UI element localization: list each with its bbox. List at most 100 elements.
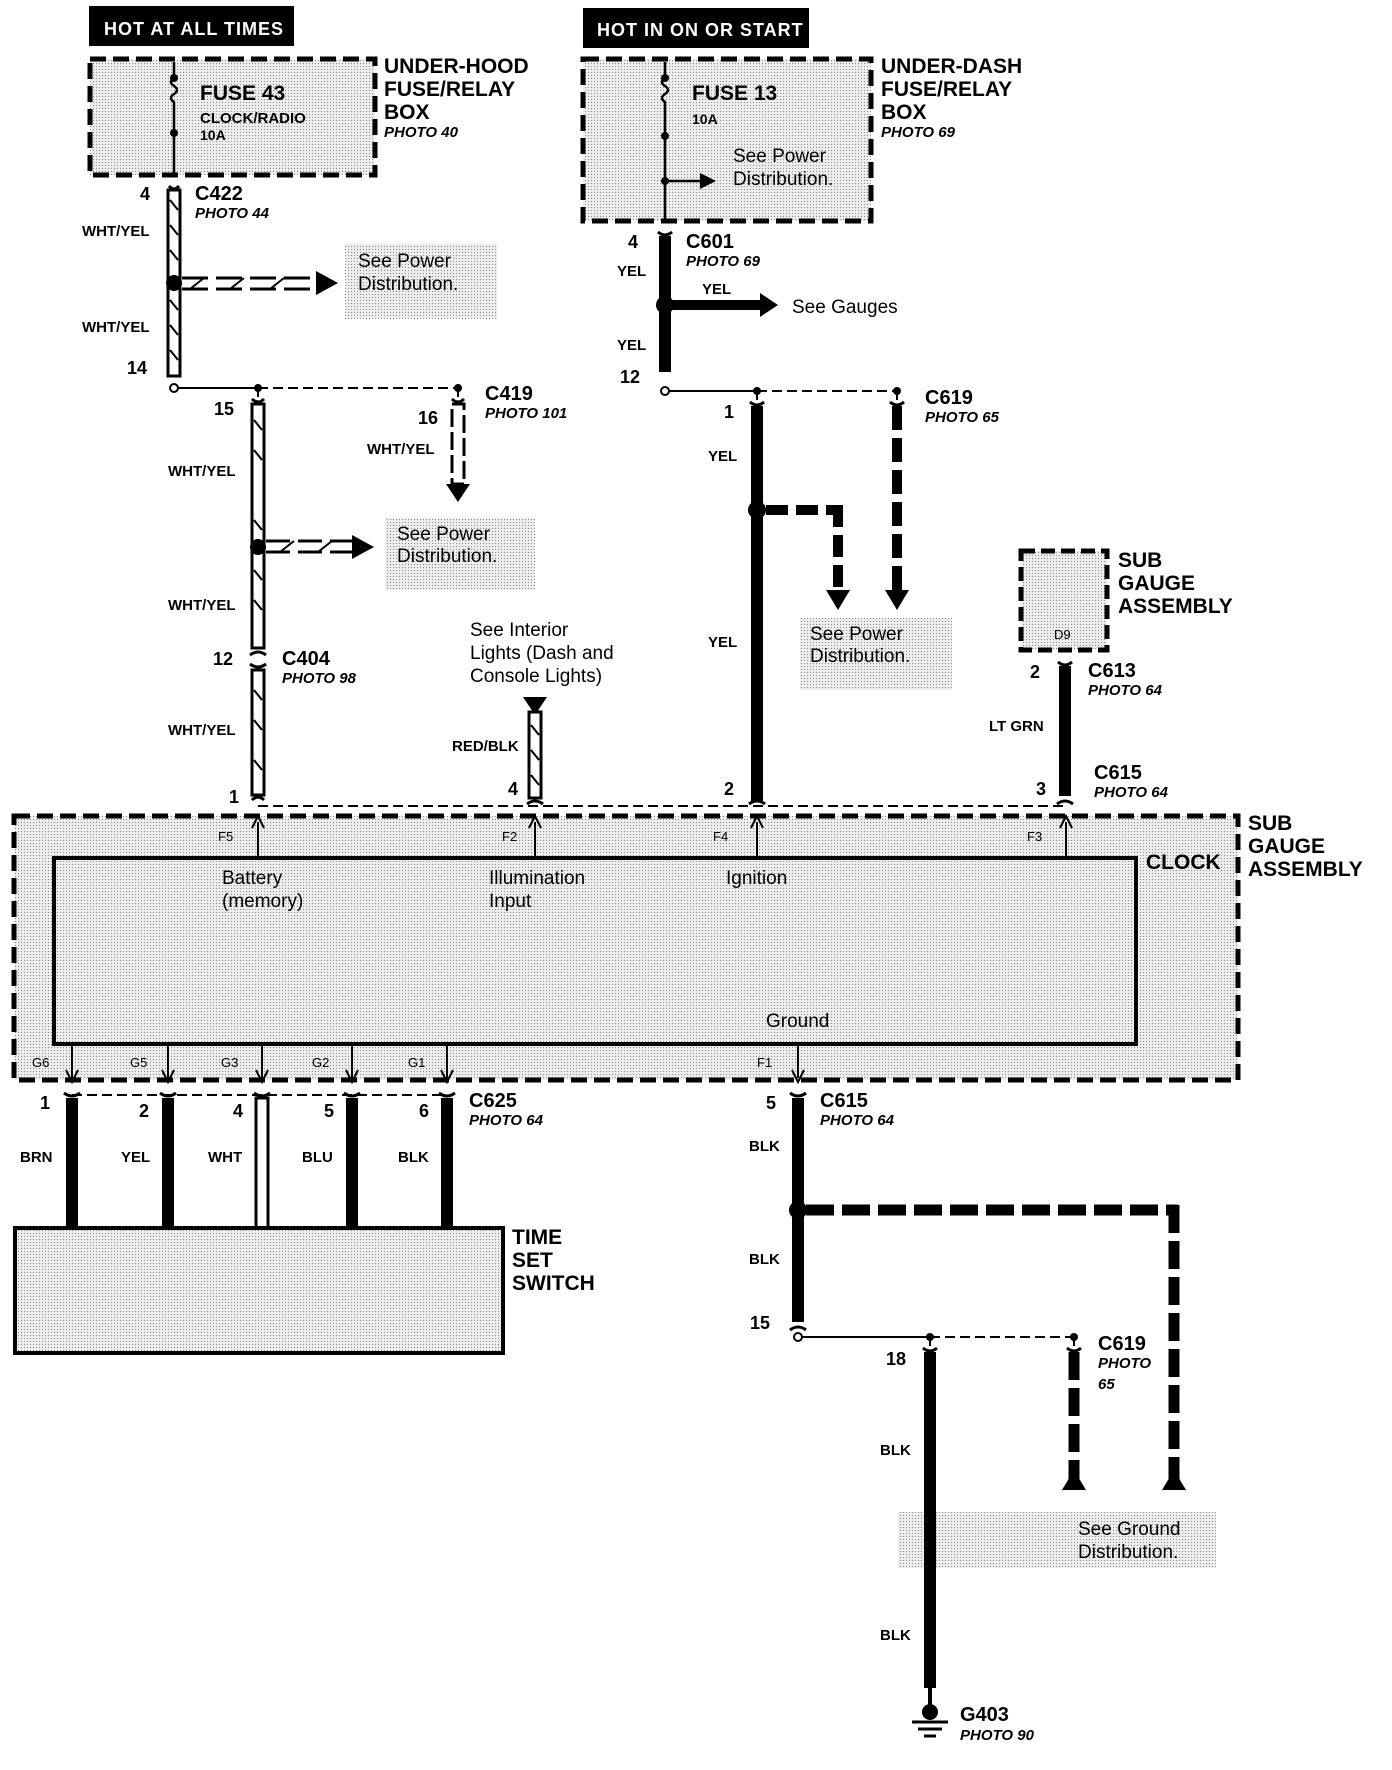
svg-text:3: 3 xyxy=(1036,779,1046,799)
svg-text:Distribution.: Distribution. xyxy=(810,646,910,667)
svg-text:PHOTO 40: PHOTO 40 xyxy=(384,124,459,141)
header-hot-at-all-times: HOT AT ALL TIMES xyxy=(89,6,294,46)
wire-blk-c619-pin-b xyxy=(1062,1346,1086,1490)
svg-text:6: 6 xyxy=(419,1101,429,1121)
svg-text:C619: C619 xyxy=(925,387,973,409)
connector-c419: 15 16 C419 PHOTO 101 xyxy=(169,383,567,428)
svg-text:Ground: Ground xyxy=(766,1011,829,1032)
svg-text:1: 1 xyxy=(40,1093,50,1113)
svg-text:PHOTO 65: PHOTO 65 xyxy=(925,409,1000,426)
svg-text:WHT/YEL: WHT/YEL xyxy=(367,441,435,458)
svg-text:BLU: BLU xyxy=(302,1149,333,1166)
svg-text:5: 5 xyxy=(324,1101,334,1121)
svg-text:D9: D9 xyxy=(1054,627,1071,642)
svg-text:YEL: YEL xyxy=(708,634,737,651)
svg-text:CLOCK/RADIO: CLOCK/RADIO xyxy=(200,110,306,127)
svg-text:BLK: BLK xyxy=(880,1442,911,1459)
svg-text:C422: C422 xyxy=(195,183,243,205)
note-power-distribution-1: See Power Distribution. xyxy=(345,244,497,319)
svg-text:PHOTO 98: PHOTO 98 xyxy=(282,670,357,687)
svg-text:UNDER-DASH: UNDER-DASH xyxy=(881,55,1022,78)
svg-text:WHT: WHT xyxy=(208,1149,242,1166)
svg-text:1: 1 xyxy=(229,787,239,807)
svg-text:Distribution.: Distribution. xyxy=(397,546,497,567)
wire-red-blk: See Interior Lights (Dash and Console Li… xyxy=(452,620,614,806)
svg-text:RED/BLK: RED/BLK xyxy=(452,738,519,755)
svg-text:PHOTO 64: PHOTO 64 xyxy=(1088,682,1163,699)
svg-text:15: 15 xyxy=(214,399,234,419)
svg-text:HOT AT ALL TIMES: HOT AT ALL TIMES xyxy=(104,19,284,39)
svg-text:Distribution.: Distribution. xyxy=(733,169,833,190)
svg-text:PHOTO 64: PHOTO 64 xyxy=(1094,784,1169,801)
svg-text:Ignition: Ignition xyxy=(726,868,787,889)
under-hood-fuse-box: FUSE 43 CLOCK/RADIO 10A UNDER-HOOD FUSE/… xyxy=(87,55,529,178)
svg-text:WHT/YEL: WHT/YEL xyxy=(168,722,236,739)
svg-text:WHT/YEL: WHT/YEL xyxy=(168,597,236,614)
svg-text:YEL: YEL xyxy=(617,337,646,354)
svg-text:PHOTO 69: PHOTO 69 xyxy=(686,253,761,270)
svg-text:G3: G3 xyxy=(221,1055,238,1070)
svg-text:C613: C613 xyxy=(1088,660,1136,682)
wire-yel-c619-pin-b xyxy=(885,400,909,610)
svg-text:18: 18 xyxy=(886,1349,906,1369)
svg-text:GAUGE: GAUGE xyxy=(1248,835,1325,858)
svg-text:G1: G1 xyxy=(408,1055,425,1070)
svg-text:C615: C615 xyxy=(820,1090,868,1112)
connector-c619-top: 1 C619 PHOTO 65 xyxy=(660,386,1000,426)
svg-text:Console Lights): Console Lights) xyxy=(470,666,602,687)
svg-text:WHT/YEL: WHT/YEL xyxy=(168,463,236,480)
svg-text:PHOTO 69: PHOTO 69 xyxy=(881,124,956,141)
svg-text:ASSEMBLY: ASSEMBLY xyxy=(1248,858,1363,881)
note-power-distribution-3: See Power Distribution. xyxy=(800,618,952,690)
svg-text:SET: SET xyxy=(512,1249,553,1272)
svg-text:ASSEMBLY: ASSEMBLY xyxy=(1118,595,1233,618)
svg-text:HOT IN ON OR START: HOT IN ON OR START xyxy=(597,20,804,40)
svg-text:CLOCK: CLOCK xyxy=(1146,851,1221,874)
svg-text:1: 1 xyxy=(724,402,734,422)
wire-yel-top: 4 C601 PHOTO 69 YEL YEL See Gauges YEL 1… xyxy=(617,230,898,387)
svg-text:C404: C404 xyxy=(282,648,331,670)
svg-text:15: 15 xyxy=(750,1313,770,1333)
svg-text:UNDER-HOOD: UNDER-HOOD xyxy=(384,55,529,78)
svg-text:FUSE 43: FUSE 43 xyxy=(200,82,285,105)
svg-text:See Power: See Power xyxy=(733,146,827,167)
note-power-distribution-2: See Power Distribution. xyxy=(385,518,535,590)
connector-c615-top-row: 1 4 2 3 xyxy=(229,779,1066,807)
clock-top-terminals: F5 F2 F4 F3 xyxy=(218,813,1073,858)
svg-text:GAUGE: GAUGE xyxy=(1118,572,1195,595)
svg-text:PHOTO: PHOTO xyxy=(1098,1355,1151,1372)
svg-text:See Gauges: See Gauges xyxy=(792,297,898,318)
wire-wht-yel-branch-16: WHT/YEL xyxy=(367,397,470,502)
svg-text:F3: F3 xyxy=(1027,829,1042,844)
wire-wht-yel-top: 4 C422 PHOTO 44 WHT/YEL WHT/YEL 14 xyxy=(82,183,338,378)
wire-lt-grn: 2 C613 PHOTO 64 LT GRN C615 PHOTO 64 xyxy=(989,660,1169,806)
wire-wht-yel-to-clock: WHT/YEL WHT/YEL WHT/YEL 12 C404 PHOTO 98 xyxy=(168,397,374,802)
svg-text:F4: F4 xyxy=(713,829,728,844)
wire-yel-to-clock: YEL YEL xyxy=(708,400,850,806)
connector-c619-bottom: 18 C619 PHOTO 65 xyxy=(793,1332,1151,1393)
svg-text:16: 16 xyxy=(418,408,438,428)
svg-text:WHT/YEL: WHT/YEL xyxy=(82,319,150,336)
svg-text:PHOTO 44: PHOTO 44 xyxy=(195,205,270,222)
note-ground-distribution: See Ground Distribution. xyxy=(898,1512,1216,1568)
svg-text:BLK: BLK xyxy=(398,1149,429,1166)
svg-text:BOX: BOX xyxy=(881,101,927,124)
svg-text:C619: C619 xyxy=(1098,1333,1146,1355)
time-set-switch: TIME SET SWITCH xyxy=(13,1226,595,1355)
svg-text:12: 12 xyxy=(620,367,640,387)
header-hot-in-on-or-start: HOT IN ON OR START xyxy=(583,8,809,48)
svg-text:SUB: SUB xyxy=(1118,549,1162,572)
svg-text:14: 14 xyxy=(127,358,147,378)
connector-c625: 1 2 4 5 6 C625 PHOTO 64 xyxy=(40,1090,544,1129)
svg-text:PHOTO 64: PHOTO 64 xyxy=(469,1112,544,1129)
sub-gauge-assembly-top: D9 SUB GAUGE ASSEMBLY xyxy=(1018,548,1233,653)
svg-text:TIME: TIME xyxy=(512,1226,562,1249)
svg-text:2: 2 xyxy=(724,779,734,799)
svg-text:4: 4 xyxy=(233,1101,243,1121)
svg-text:C419: C419 xyxy=(485,383,533,405)
clock-module: CLOCK Battery (memory) Illumination Inpu… xyxy=(52,851,1221,1046)
svg-text:WHT/YEL: WHT/YEL xyxy=(82,223,150,240)
svg-text:C615: C615 xyxy=(1094,762,1142,784)
svg-text:5: 5 xyxy=(766,1093,776,1113)
svg-text:Battery: Battery xyxy=(222,868,283,889)
